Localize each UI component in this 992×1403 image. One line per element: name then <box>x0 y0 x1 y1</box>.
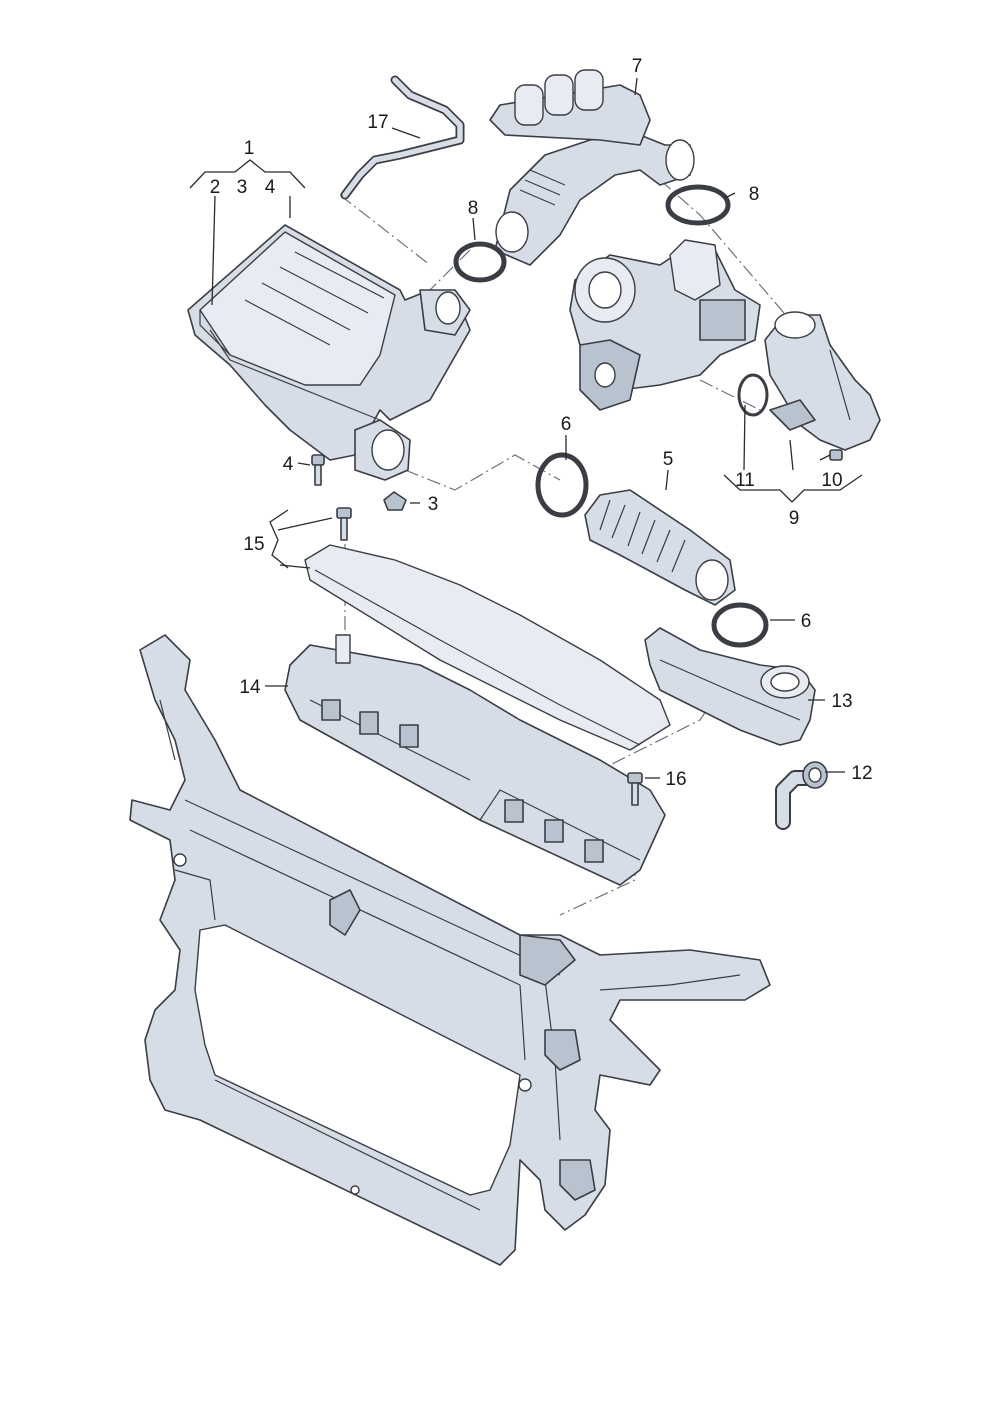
intake-air-guide <box>644 627 816 746</box>
air-filter-housing <box>187 224 471 481</box>
callout-11: 11 <box>735 470 755 491</box>
callout-labels: 1 2 3 4 17 7 8 8 4 3 6 5 11 10 9 15 6 14… <box>210 56 873 790</box>
callout-3-grommet: 3 <box>428 494 439 515</box>
callout-1: 1 <box>244 138 255 159</box>
intake-pipe <box>489 69 695 266</box>
callout-13: 13 <box>831 691 852 712</box>
callout-12: 12 <box>851 763 872 784</box>
callout-5: 5 <box>663 449 674 470</box>
charge-air-pipe <box>764 311 881 451</box>
callout-15: 15 <box>243 534 264 555</box>
hose-clamps <box>453 184 769 648</box>
callout-6-bottom: 6 <box>801 611 812 632</box>
callout-8-right: 8 <box>749 184 760 205</box>
callout-leaders <box>189 77 863 779</box>
callout-4-screw: 4 <box>283 454 294 475</box>
callout-6-top: 6 <box>561 414 572 435</box>
callout-2: 2 <box>210 177 221 198</box>
air-guide-duct <box>284 634 666 886</box>
callout-8-left: 8 <box>468 198 479 219</box>
callout-9: 9 <box>789 508 800 529</box>
callout-14: 14 <box>239 677 261 698</box>
callout-17: 17 <box>367 112 388 133</box>
callout-3-top: 3 <box>237 177 248 198</box>
connecting-hose <box>584 489 736 606</box>
callout-7: 7 <box>632 56 643 77</box>
elbow-hose <box>775 761 828 830</box>
cover-plate <box>304 544 671 751</box>
callout-4-top: 4 <box>265 177 276 198</box>
breather-hose <box>340 75 465 200</box>
turbocharger <box>569 239 761 411</box>
screws <box>311 449 843 806</box>
front-panel-frame <box>129 634 771 1266</box>
callout-16: 16 <box>665 769 686 790</box>
callout-10: 10 <box>821 470 842 491</box>
